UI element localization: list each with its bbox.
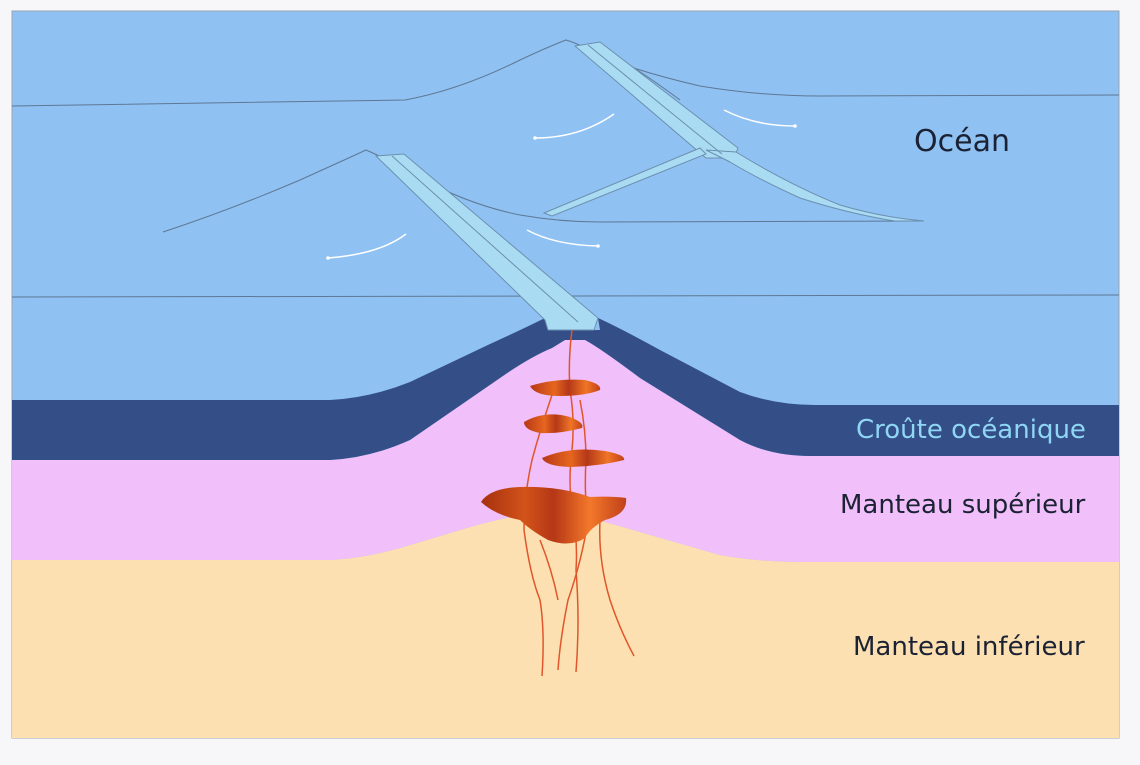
arrow-heads <box>326 124 797 260</box>
oceanic-crust-layer <box>12 318 1119 460</box>
volcanic-conduits <box>374 41 925 331</box>
water-flow-arrows <box>327 109 796 259</box>
conduit-inner-lines <box>391 44 723 323</box>
magma-chamber-3 <box>542 449 625 467</box>
label-lower-mantle: Manteau inférieur <box>853 632 1085 662</box>
magma-chamber-2 <box>524 414 583 434</box>
label-upper-mantle: Manteau supérieur <box>840 490 1086 520</box>
magma-chambers <box>481 379 627 544</box>
magma-chamber-1 <box>530 379 601 396</box>
label-ocean: Océan <box>914 124 1010 159</box>
magma-feeder-lines <box>523 329 635 677</box>
upper-mantle-layer <box>12 340 1119 562</box>
lower-mantle-layer <box>12 512 1119 738</box>
label-oceanic-crust: Croûte océanique <box>856 415 1086 445</box>
magma-chamber-main <box>481 486 627 544</box>
